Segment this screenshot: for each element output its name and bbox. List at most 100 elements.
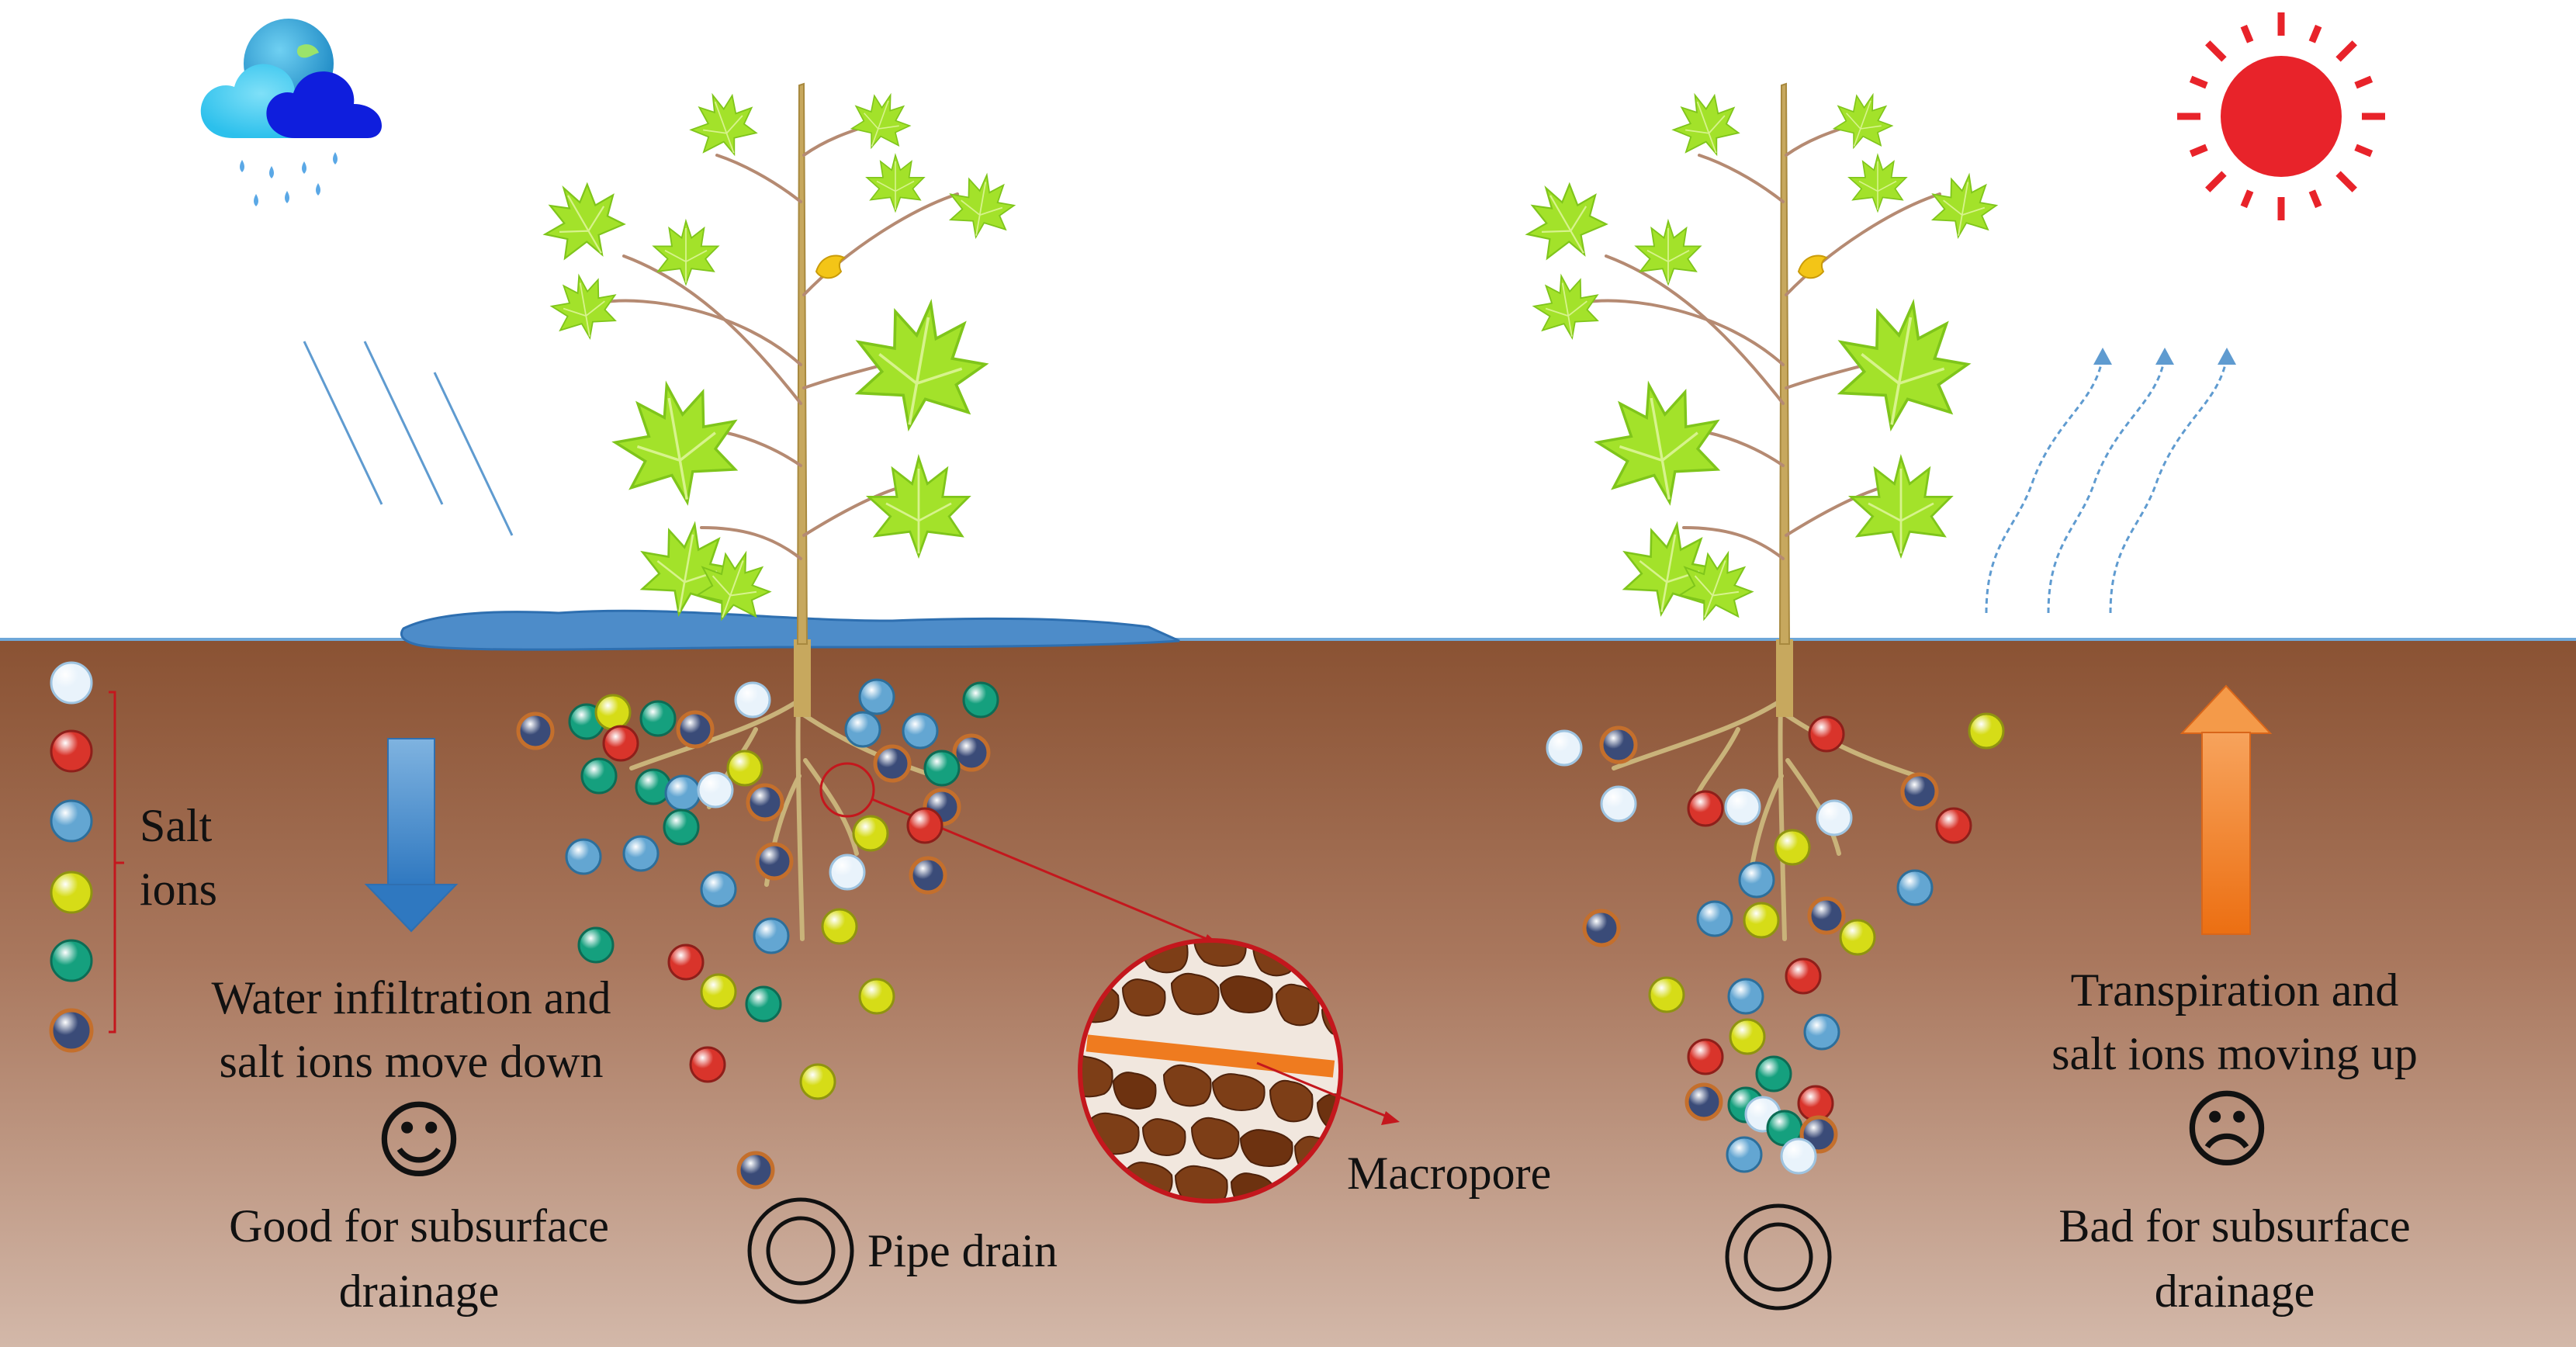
salt-ion-blue: [565, 838, 602, 875]
salt-ion-navy: [873, 744, 912, 783]
salt-ion-blue: [1803, 1013, 1840, 1051]
salt-ion-blue: [858, 678, 895, 715]
salt-ion-green: [50, 939, 93, 982]
salt-ion-navy: [746, 783, 784, 822]
salt-ion-yellow: [852, 815, 889, 852]
sad-face-icon: ☹: [2182, 1080, 2272, 1179]
legend-label-line2: ions: [140, 864, 218, 915]
pipe-drain-icon-right: [1725, 1203, 1832, 1311]
sun-icon: [2177, 12, 2385, 220]
salt-ion-yellow: [594, 694, 632, 731]
salt-ion-blue: [664, 774, 701, 812]
salt-ion-red: [602, 725, 639, 762]
salt-ion-red: [1808, 715, 1845, 753]
left-verdict-line2: drainage: [338, 1266, 500, 1317]
salt-ion-yellow: [1648, 976, 1685, 1013]
salt-ion-navy: [1684, 1082, 1723, 1121]
salt-ion-navy: [755, 842, 794, 881]
salt-ion-green: [635, 768, 672, 805]
downward-movement-arrow: [364, 738, 459, 933]
salt-ion-blue: [622, 835, 660, 872]
salt-ion-blue: [1896, 869, 1934, 906]
salt-ion-green: [663, 809, 700, 846]
rain-cloud-icon: [200, 19, 382, 206]
left-caption-line1: Water infiltration and: [211, 972, 611, 1023]
salt-ion-white: [829, 854, 866, 891]
salt-ion-blue: [1738, 861, 1775, 899]
legend-label-line1: Salt: [140, 800, 213, 851]
salt-ion-yellow: [799, 1063, 836, 1100]
salt-ion-red: [1687, 790, 1724, 827]
salt-ion-navy: [736, 1151, 775, 1189]
salt-ion-yellow: [1743, 902, 1780, 939]
salt-ion-green: [923, 750, 961, 787]
salt-ion-white: [734, 681, 771, 719]
salt-ion-white: [1780, 1138, 1817, 1175]
left-caption-line2: salt ions move down: [219, 1036, 604, 1087]
salt-ion-green: [577, 926, 615, 964]
salt-ion-white: [1816, 799, 1853, 836]
salt-ion-white: [1724, 788, 1761, 826]
salt-ion-blue: [700, 871, 737, 908]
salt-ion-blue: [753, 917, 790, 954]
salt-ion-yellow: [1774, 829, 1811, 866]
salt-ion-yellow: [726, 750, 763, 787]
evaporation-arrows: [1985, 356, 2228, 614]
salt-ion-white: [1600, 785, 1637, 822]
salt-ion-yellow: [858, 978, 895, 1015]
salt-ion-navy: [516, 712, 555, 750]
salt-ion-red: [1687, 1038, 1724, 1075]
pipe-drain-label: Pipe drain: [867, 1225, 1058, 1276]
salt-ion-yellow: [1968, 712, 2005, 750]
upward-movement-arrow: [2180, 684, 2273, 935]
rain-streaks: [303, 341, 514, 536]
macropore-pointer-line: [1256, 1061, 1390, 1119]
salt-ion-navy: [49, 1008, 94, 1053]
salt-ion-blue: [844, 711, 881, 748]
salt-ion-green: [1755, 1055, 1792, 1092]
salt-ion-yellow: [821, 908, 858, 945]
right-verdict-line2: drainage: [2154, 1266, 2315, 1317]
macropore-label: Macropore: [1347, 1148, 1552, 1199]
zoom-marker-circle: [819, 762, 875, 818]
salt-ion-navy: [952, 733, 991, 772]
salt-ion-red: [1785, 957, 1822, 995]
salt-ion-navy: [1599, 725, 1638, 764]
salt-ion-red: [1797, 1085, 1834, 1122]
salt-ion-yellow: [1839, 919, 1876, 956]
evaporation-arrowheads: [2093, 348, 2236, 365]
grapevine-plant-left: [542, 82, 1016, 941]
right-caption-line2: salt ions moving up: [2051, 1028, 2418, 1079]
right-verdict-line1: Bad for subsurface: [2058, 1200, 2411, 1252]
salt-ion-navy: [1900, 772, 1939, 811]
salt-ion-white: [697, 771, 734, 809]
salt-ion-red: [1935, 807, 1972, 844]
salt-ion-blue: [1726, 1136, 1763, 1173]
salt-ion-yellow: [50, 871, 93, 914]
salt-ion-yellow: [700, 973, 737, 1010]
pipe-drain-icon-left: [747, 1197, 854, 1304]
macropore-pointer-arrowhead: [1381, 1111, 1400, 1125]
happy-face-icon: ☺: [374, 1091, 464, 1190]
salt-ion-white: [1546, 729, 1583, 767]
salt-ion-navy: [1807, 896, 1846, 935]
salt-ion-red: [667, 944, 705, 981]
salt-ion-navy: [909, 856, 947, 895]
right-caption-line1: Transpiration and: [2070, 964, 2399, 1016]
salt-ion-green: [745, 985, 782, 1023]
macropore-magnified-view: [1078, 938, 1343, 1203]
salt-ion-blue: [902, 712, 939, 750]
salt-ion-white: [50, 661, 93, 705]
salt-ion-red: [906, 807, 943, 844]
ponded-water: [400, 609, 1180, 651]
salt-ion-yellow: [1729, 1018, 1766, 1055]
salt-ion-blue: [1696, 900, 1733, 937]
salt-ion-green: [580, 757, 618, 795]
salt-ion-green: [639, 700, 677, 737]
grapevine-plant-right: [1525, 82, 1999, 941]
salt-ion-red: [50, 729, 93, 773]
salt-ion-particles: [516, 678, 2005, 1189]
salt-ion-red: [689, 1046, 726, 1083]
salt-ion-blue: [50, 799, 93, 843]
